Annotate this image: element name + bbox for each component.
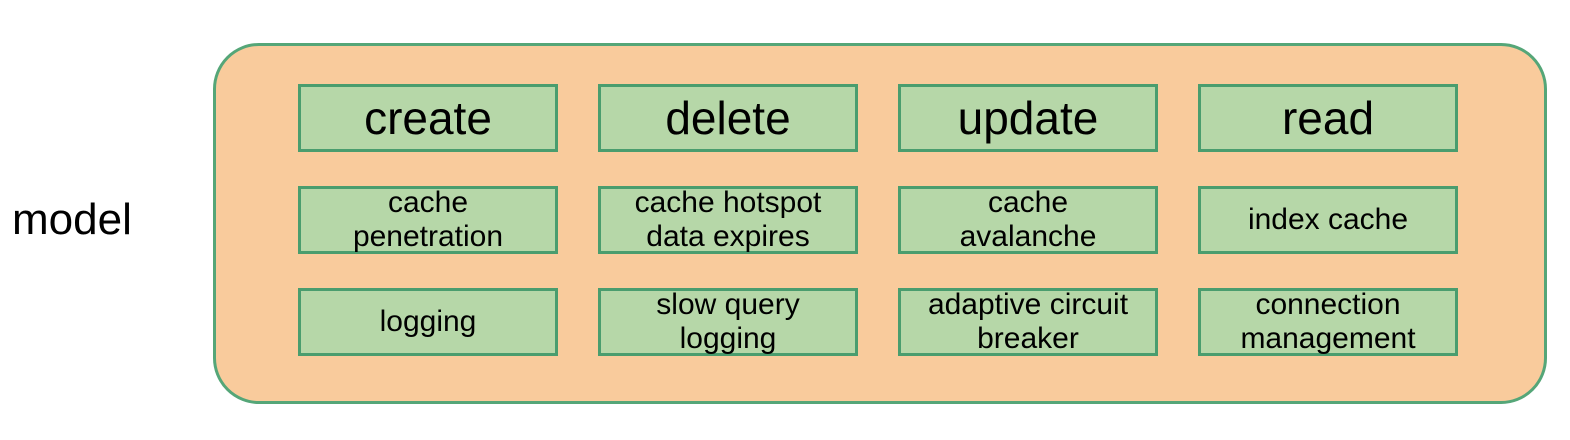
box-logging: logging	[298, 288, 558, 356]
model-label: model	[12, 195, 132, 244]
operations-grid: create delete update read cache penetrat…	[298, 84, 1458, 356]
box-cache-hotspot-data-expires: cache hotspot data expires	[598, 186, 858, 254]
box-slow-query-logging: slow query logging	[598, 288, 858, 356]
box-create: create	[298, 84, 558, 152]
box-cache-avalanche: cache avalanche	[898, 186, 1158, 254]
box-adaptive-circuit-breaker: adaptive circuit breaker	[898, 288, 1158, 356]
box-index-cache: index cache	[1198, 186, 1458, 254]
box-delete: delete	[598, 84, 858, 152]
box-connection-management: connection management	[1198, 288, 1458, 356]
model-container: create delete update read cache penetrat…	[213, 43, 1547, 404]
box-cache-penetration: cache penetration	[298, 186, 558, 254]
box-read: read	[1198, 84, 1458, 152]
box-update: update	[898, 84, 1158, 152]
